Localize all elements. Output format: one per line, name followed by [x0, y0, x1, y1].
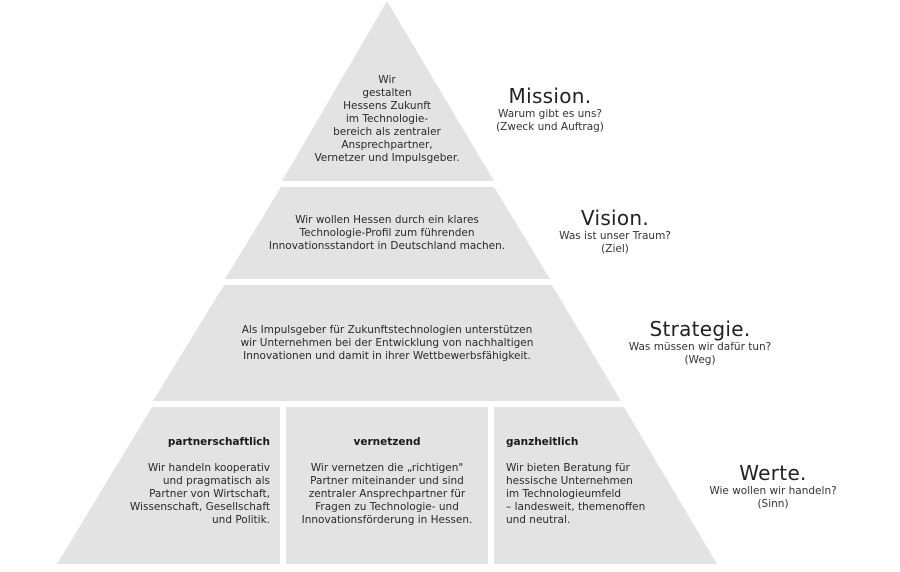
strategie-label-group: Strategie. Was müssen wir dafür tun? (We…	[605, 317, 795, 367]
vision-tier	[225, 187, 550, 279]
werte-item-text-ganzheitlich: Wir bieten Beratung für hessische Untern…	[506, 462, 646, 526]
strategie-question: Was müssen wir dafür tun? (Weg)	[628, 341, 772, 366]
werte-item-text-partnerschaftlich: Wir handeln kooperativ und pragmatisch a…	[129, 462, 270, 526]
werte-item-title-ganzheitlich: ganzheitlich	[506, 436, 579, 448]
vision-question: Was ist unser Traum? (Ziel)	[559, 230, 671, 255]
mission-text: Wir gestalten Hessens Zukunft im Technol…	[314, 74, 460, 164]
mission-tier	[282, 1, 494, 181]
werte-tier-left	[57, 407, 280, 564]
strategie-tier	[153, 285, 621, 401]
mission-label-group: Mission. Warum gibt es uns? (Zweck und A…	[470, 84, 630, 134]
mission-label: Mission.	[508, 84, 592, 108]
werte-label-group: Werte. Wie wollen wir handeln? (Sinn)	[688, 461, 858, 511]
werte-question: Wie wollen wir handeln? (Sinn)	[709, 485, 837, 510]
vision-text: Wir wollen Hessen durch ein klares Techn…	[268, 214, 506, 252]
strategie-label: Strategie.	[649, 317, 751, 341]
vision-label: Vision.	[580, 206, 650, 230]
werte-tier-right	[494, 407, 717, 564]
werte-item-title-vernetzend: vernetzend	[353, 436, 421, 448]
mission-question: Warum gibt es uns? (Zweck und Auftrag)	[496, 108, 604, 133]
strategie-text: Als Impulsgeber für Zukunftstechnologien…	[240, 324, 534, 362]
werte-item-title-partnerschaftlich: partnerschaftlich	[167, 436, 270, 448]
vision-label-group: Vision. Was ist unser Traum? (Ziel)	[535, 206, 695, 256]
werte-tier-center	[286, 407, 488, 564]
werte-label: Werte.	[739, 461, 807, 485]
werte-item-text-vernetzend: Wir vernetzen die „richtigen" Partner mi…	[301, 462, 473, 526]
